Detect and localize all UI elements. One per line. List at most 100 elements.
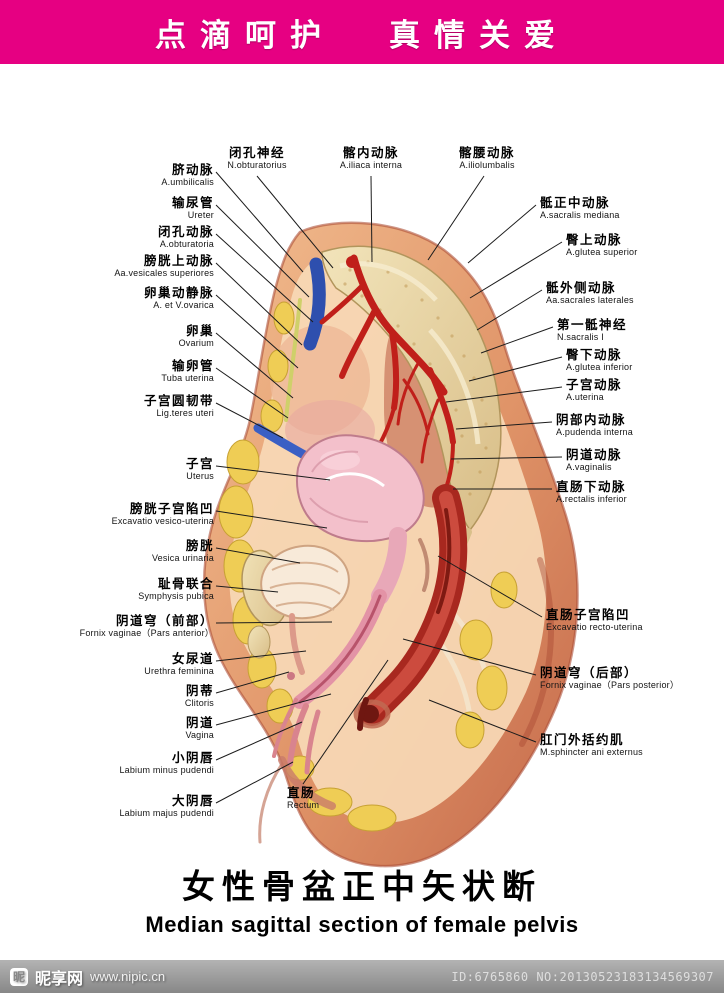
label-latin: A.uterina bbox=[566, 392, 604, 402]
label-latin: Vesica urinaria bbox=[151, 553, 214, 563]
label-latin: Labium minus pudendi bbox=[119, 765, 214, 775]
label-inferior-gluteal-artery: 臀下动脉 A.glutea inferior bbox=[566, 348, 724, 372]
label-latin: Excavatio vesico-uterina bbox=[111, 516, 214, 526]
veins bbox=[253, 257, 329, 471]
label-latin: Labium majus pudendi bbox=[119, 808, 214, 818]
label-latin: N.obturatorius bbox=[227, 160, 287, 170]
watermark-left: 昵 昵享网 www.nipic.cn bbox=[10, 965, 165, 989]
label-umbilical-artery: 脐动脉 A.umbilicalis bbox=[6, 163, 214, 187]
bladder-shape bbox=[260, 544, 350, 675]
label-latin: Excavatio recto-uterina bbox=[546, 622, 643, 632]
label-superior-gluteal-artery: 臀上动脉 A.glutea superior bbox=[566, 233, 724, 257]
label-cn: 闭孔动脉 bbox=[157, 225, 214, 239]
watermark-site: 昵享网 bbox=[35, 970, 84, 988]
label-latin: Rectum bbox=[287, 800, 320, 810]
label-cn: 卵巢 bbox=[185, 324, 214, 338]
label-external-anal-sphincter: 肛门外括约肌 M.sphincter ani externus bbox=[540, 733, 724, 757]
label-latin: A.glutea inferior bbox=[566, 362, 633, 372]
label-ovarian-vessels: 卵巢动静脉 A. et V.ovarica bbox=[6, 286, 214, 310]
label-latin: A.glutea superior bbox=[566, 247, 638, 257]
label-latin: Clitoris bbox=[184, 698, 214, 708]
label-cn: 臀上动脉 bbox=[566, 233, 623, 247]
label-vagina: 阴道 Vagina bbox=[6, 716, 214, 740]
watermark-id: ID:6765860 NO:20130523183134569307 bbox=[451, 969, 714, 984]
label-posterior-vaginal-fornix: 阴道穹（后部） Fornix vaginae（Pars posterior） bbox=[540, 666, 724, 690]
fat-tissue bbox=[218, 301, 518, 832]
label-rectouterine-pouch: 直肠子宫陷凹 Excavatio recto-uterina bbox=[546, 608, 724, 632]
label-latin: Symphysis pubica bbox=[138, 591, 214, 601]
label-cn: 膀胱 bbox=[185, 539, 214, 553]
label-latin: Lig.teres uteri bbox=[156, 408, 214, 418]
label-latin: Ureter bbox=[187, 210, 214, 220]
label-rectum: 直肠 Rectum bbox=[287, 786, 407, 810]
label-latin: Ovarium bbox=[178, 338, 214, 348]
label-cn: 脐动脉 bbox=[171, 163, 214, 177]
label-cn: 耻骨联合 bbox=[157, 577, 214, 591]
nipic-logo-icon: 昵 bbox=[10, 967, 28, 986]
label-obturator-nerve: 闭孔神经 N.obturatorius bbox=[197, 146, 317, 170]
label-bladder: 膀胱 Vesica urinaria bbox=[6, 539, 214, 563]
label-anterior-vaginal-fornix: 阴道穹（前部） Fornix vaginae（Pars anterior） bbox=[6, 614, 214, 638]
label-latin: A.pudenda interna bbox=[556, 427, 633, 437]
label-cn: 小阴唇 bbox=[171, 751, 214, 765]
label-latin: Urethra feminina bbox=[144, 666, 214, 676]
label-cn: 直肠下动脉 bbox=[556, 480, 627, 494]
label-latin: A.obturatoria bbox=[159, 239, 214, 249]
vagina-shape bbox=[293, 527, 430, 709]
label-cn: 阴道 bbox=[185, 716, 214, 730]
label-cn: 髂内动脉 bbox=[342, 146, 399, 160]
label-latin: A.vaginalis bbox=[566, 462, 612, 472]
label-first-sacral-nerve: 第一骶神经 N.sacralis I bbox=[557, 318, 724, 342]
label-lateral-sacral-arteries: 骶外侧动脉 Aa.sacrales laterales bbox=[546, 281, 724, 305]
label-uterine-tube: 输卵管 Tuba uterina bbox=[6, 359, 214, 383]
poster-title-chinese: 女性骨盆正中矢状断 bbox=[182, 868, 542, 905]
label-labium-minus: 小阴唇 Labium minus pudendi bbox=[6, 751, 214, 775]
sacrum-bone bbox=[321, 245, 502, 572]
label-iliolumbar-artery: 髂腰动脉 A.iliolumbalis bbox=[424, 146, 550, 170]
label-latin: Aa.sacrales laterales bbox=[546, 295, 634, 305]
label-latin: M.sphincter ani externus bbox=[540, 747, 643, 757]
label-cn: 子宫动脉 bbox=[566, 378, 623, 392]
label-cn: 髂腰动脉 bbox=[458, 146, 515, 160]
label-cn: 肛门外括约肌 bbox=[540, 733, 625, 747]
label-latin: A.umbilicalis bbox=[161, 177, 214, 187]
label-labium-majus: 大阴唇 Labium majus pudendi bbox=[6, 794, 214, 818]
leader-lines bbox=[215, 171, 563, 804]
label-cn: 阴道穹（后部） bbox=[540, 666, 639, 680]
banner: 点滴呵护 真情关爱 bbox=[0, 0, 724, 64]
label-cn: 子宫 bbox=[185, 457, 214, 471]
banner-text-left: 点滴呵护 bbox=[155, 17, 335, 53]
label-latin: A. et V.ovarica bbox=[153, 300, 214, 310]
label-latin: N.sacralis I bbox=[557, 332, 604, 342]
label-cn: 卵巢动静脉 bbox=[143, 286, 214, 300]
label-cn: 子宫圆韧带 bbox=[143, 394, 214, 408]
label-ovary: 卵巢 Ovarium bbox=[6, 324, 214, 348]
label-cn: 骶外侧动脉 bbox=[546, 281, 617, 295]
label-cn: 骶正中动脉 bbox=[540, 196, 611, 210]
label-latin: A.sacralis mediana bbox=[540, 210, 620, 220]
label-latin: Fornix vaginae（Pars posterior） bbox=[540, 680, 680, 690]
banner-text-right: 真情关爱 bbox=[389, 17, 569, 53]
label-cn: 阴道穹（前部） bbox=[115, 614, 214, 628]
label-round-ligament: 子宫圆韧带 Lig.teres uteri bbox=[6, 394, 214, 418]
label-uterus: 子宫 Uterus bbox=[6, 457, 214, 481]
label-ureter: 输尿管 Ureter bbox=[6, 196, 214, 220]
label-internal-iliac-artery: 髂内动脉 A.iliaca interna bbox=[311, 146, 431, 170]
label-cn: 闭孔神经 bbox=[228, 146, 285, 160]
label-latin: Uterus bbox=[186, 471, 214, 481]
label-superior-vesical-arteries: 膀胱上动脉 Aa.vesicales superiores bbox=[6, 254, 214, 278]
label-cn: 第一骶神经 bbox=[557, 318, 628, 332]
label-cn: 膀胱子宫陷凹 bbox=[129, 502, 214, 516]
watermark-url: www.nipic.cn bbox=[90, 969, 166, 984]
label-female-urethra: 女尿道 Urethra feminina bbox=[6, 652, 214, 676]
label-latin: A.iliolumbalis bbox=[459, 160, 515, 170]
label-cn: 输尿管 bbox=[171, 196, 214, 210]
label-inferior-rectal-artery: 直肠下动脉 A.rectalis inferior bbox=[556, 480, 724, 504]
label-cn: 阴道动脉 bbox=[566, 448, 623, 462]
rectum-shape bbox=[353, 484, 468, 731]
label-latin: A.iliaca interna bbox=[339, 160, 403, 170]
label-cn: 臀下动脉 bbox=[566, 348, 623, 362]
watermark-bar: 昵 昵享网 www.nipic.cn ID:6765860 NO:2013052… bbox=[0, 960, 724, 993]
label-cn: 阴蒂 bbox=[185, 684, 214, 698]
arteries bbox=[319, 254, 456, 502]
